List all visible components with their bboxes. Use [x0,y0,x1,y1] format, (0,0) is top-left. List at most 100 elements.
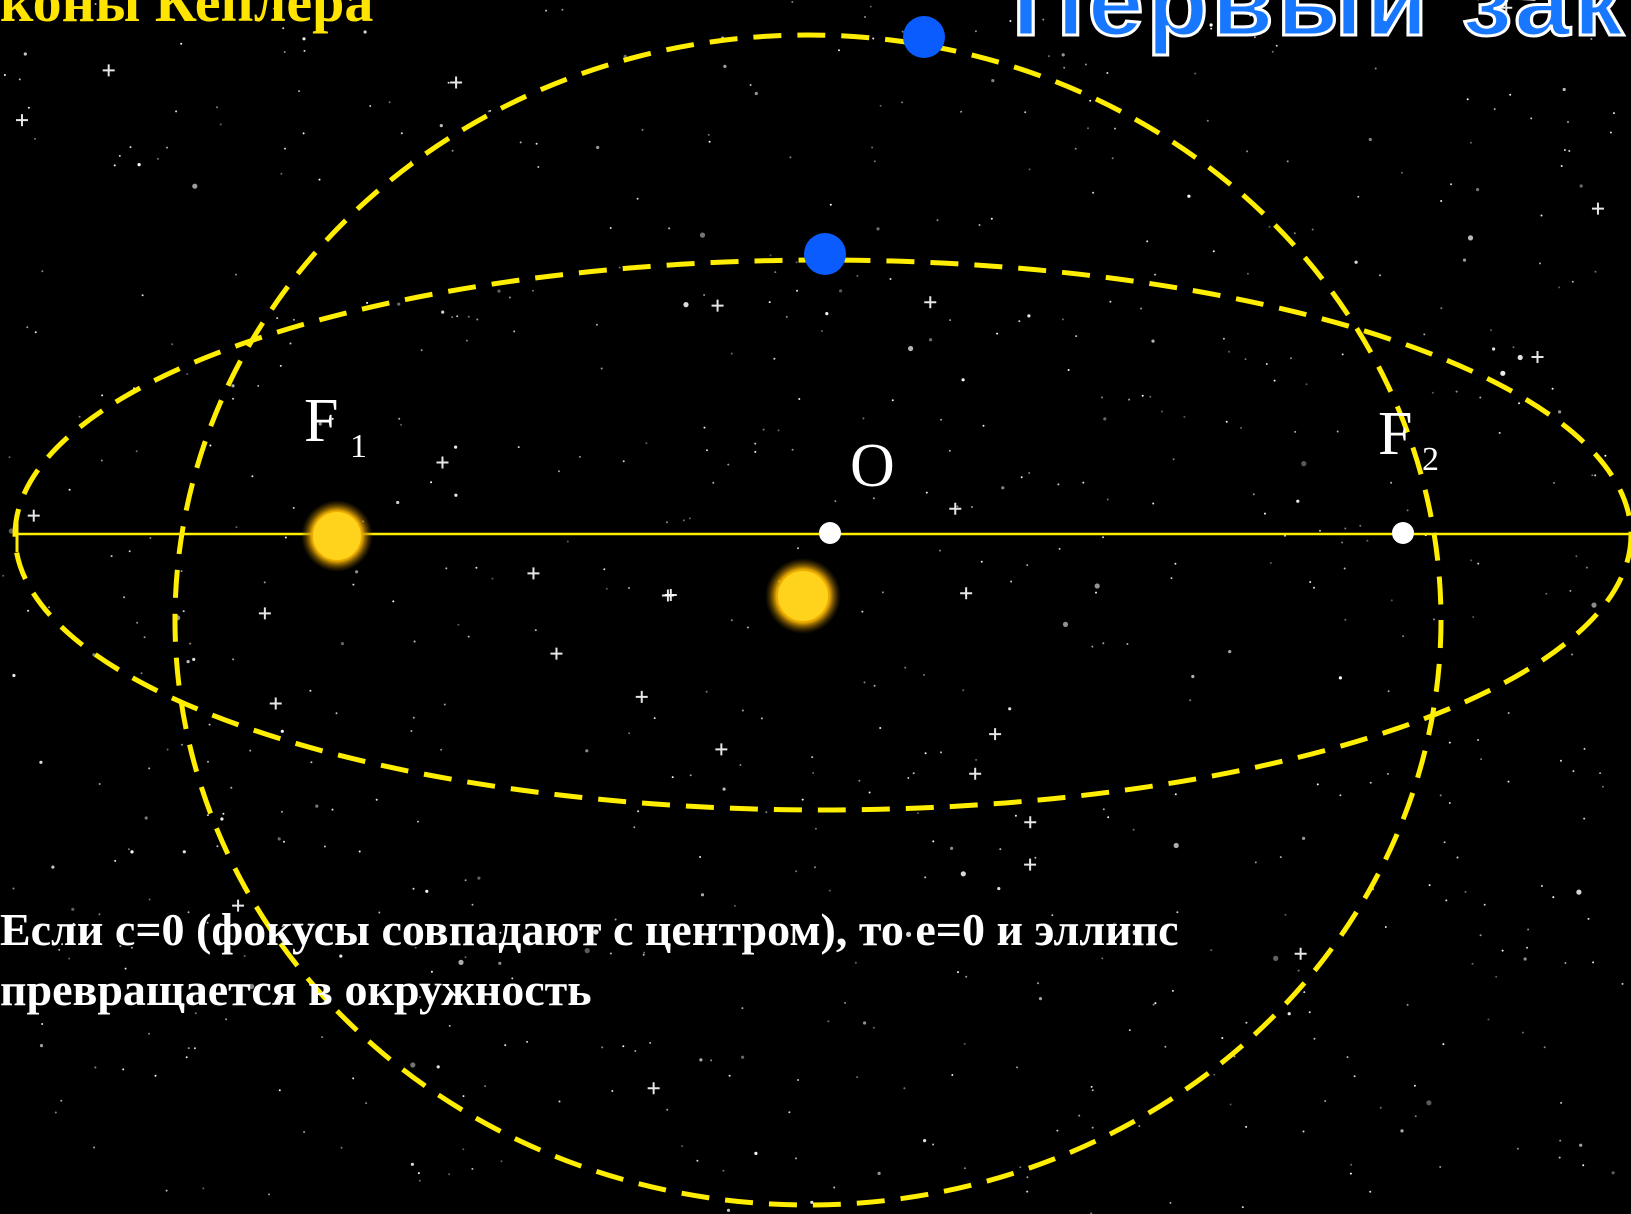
label-f1: F [304,387,339,455]
star-dot-icon [1245,1125,1248,1128]
star-dot-icon [827,1020,830,1023]
star-dot-icon [180,570,183,573]
star-dot-icon [235,526,238,529]
star-dot-icon [425,889,429,893]
star-dot-icon [811,756,814,759]
star-dot-icon [1296,499,1300,503]
star-dot-icon [864,16,866,18]
star-dot-icon [398,417,401,420]
star-dot-icon [746,626,749,629]
star-dot-icon [1571,653,1574,656]
star-dot-icon [1448,802,1451,804]
star-dot-icon [901,30,904,33]
star-dot-icon [339,954,343,958]
star-dot-icon [1390,599,1393,602]
star-dot-icon [1559,1139,1562,1142]
star-dot-icon [876,227,880,231]
star-dot-icon [765,811,768,814]
star-dot-icon [1051,914,1054,917]
star-dot-icon [768,301,771,304]
star-dot-icon [1406,1003,1409,1006]
star-dot-icon [1106,498,1109,501]
star-dot-icon [489,109,492,112]
star-dot-icon [467,635,470,638]
star-dot-icon [1132,929,1138,936]
star-dot-icon [956,505,959,508]
star-dot-icon [148,767,151,770]
star-dot-icon [292,318,295,321]
star-dot-icon [1174,793,1177,796]
star-dot-icon [98,783,101,785]
star-dot-icon [182,850,186,854]
star-dot-icon [26,326,29,329]
star-dot-icon [231,384,235,388]
star-dot-icon [754,1151,758,1155]
star-dot-icon [94,1066,97,1069]
star-dot-icon [487,110,490,113]
star-dot-icon [653,717,656,720]
star-dot-icon [699,856,702,858]
star-dot-icon [1225,420,1228,423]
star-dot-icon [1056,1129,1059,1132]
star-dot-icon [206,921,209,924]
star-dot-icon [497,289,501,293]
star-dot-icon [605,587,608,590]
star-dot-icon [881,591,884,594]
star-dot-icon [517,446,520,449]
star-dot-icon [991,79,995,83]
star-dot-icon [1439,1166,1442,1168]
star-dot-icon [1152,1003,1155,1006]
star-dot-icon [143,636,146,639]
star-dot-icon [310,761,313,764]
star-dot-icon [1092,191,1095,194]
star-dot-icon [1433,618,1435,621]
star-dot-icon [1034,856,1037,859]
star-dot-icon [1206,119,1209,122]
star-dot-icon [1470,559,1473,562]
star-dot-icon [873,160,876,163]
star-dot-icon [1339,794,1342,797]
star-dot-icon [801,798,804,801]
star-dot-icon [609,952,612,955]
star-dot-icon [209,444,212,447]
star-dot-icon [912,772,915,775]
star-dot-icon [1008,707,1012,711]
star-dot-icon [171,343,174,346]
star-dot-icon [1126,643,1129,645]
star-dot-icon [331,417,334,420]
star-dot-icon [1472,616,1475,618]
star-dot-icon [1349,1172,1352,1175]
star-dot-icon [1271,50,1274,53]
star-dot-icon [141,294,144,297]
star-dot-icon [232,397,234,400]
star-dot-icon [1183,415,1186,418]
star-dot-icon [1222,337,1225,340]
star-dot-icon [710,1059,713,1062]
star-dot-icon [1341,353,1344,356]
star-dot-icon [302,37,306,41]
star-dot-icon [303,49,306,52]
star-dot-icon [1249,14,1252,17]
star-dot-icon [643,951,646,954]
star-dot-icon [645,442,648,445]
star-dot-icon [68,957,71,960]
star-dot-icon [1151,339,1155,343]
star-dot-icon [1492,347,1496,351]
star-dot-icon [1100,396,1103,399]
star-dot-icon [1493,108,1496,111]
star-dot-icon [1038,997,1043,1001]
star-dot-icon [609,227,612,229]
star-dot-icon [1426,1100,1432,1106]
star-dot-icon [723,64,727,68]
star-dot-icon [1477,739,1480,741]
star-dot-icon [72,922,75,925]
star-dot-icon [1241,1206,1244,1209]
star-dot-icon [1228,650,1232,654]
star-dot-icon [1599,772,1602,775]
star-dot-icon [454,493,458,497]
star-dot-icon [1042,18,1045,21]
star-sparkle-icon [269,697,282,710]
star-dot-icon [451,316,454,319]
star-dot-icon [283,840,285,843]
star-dot-icon [39,1044,44,1048]
